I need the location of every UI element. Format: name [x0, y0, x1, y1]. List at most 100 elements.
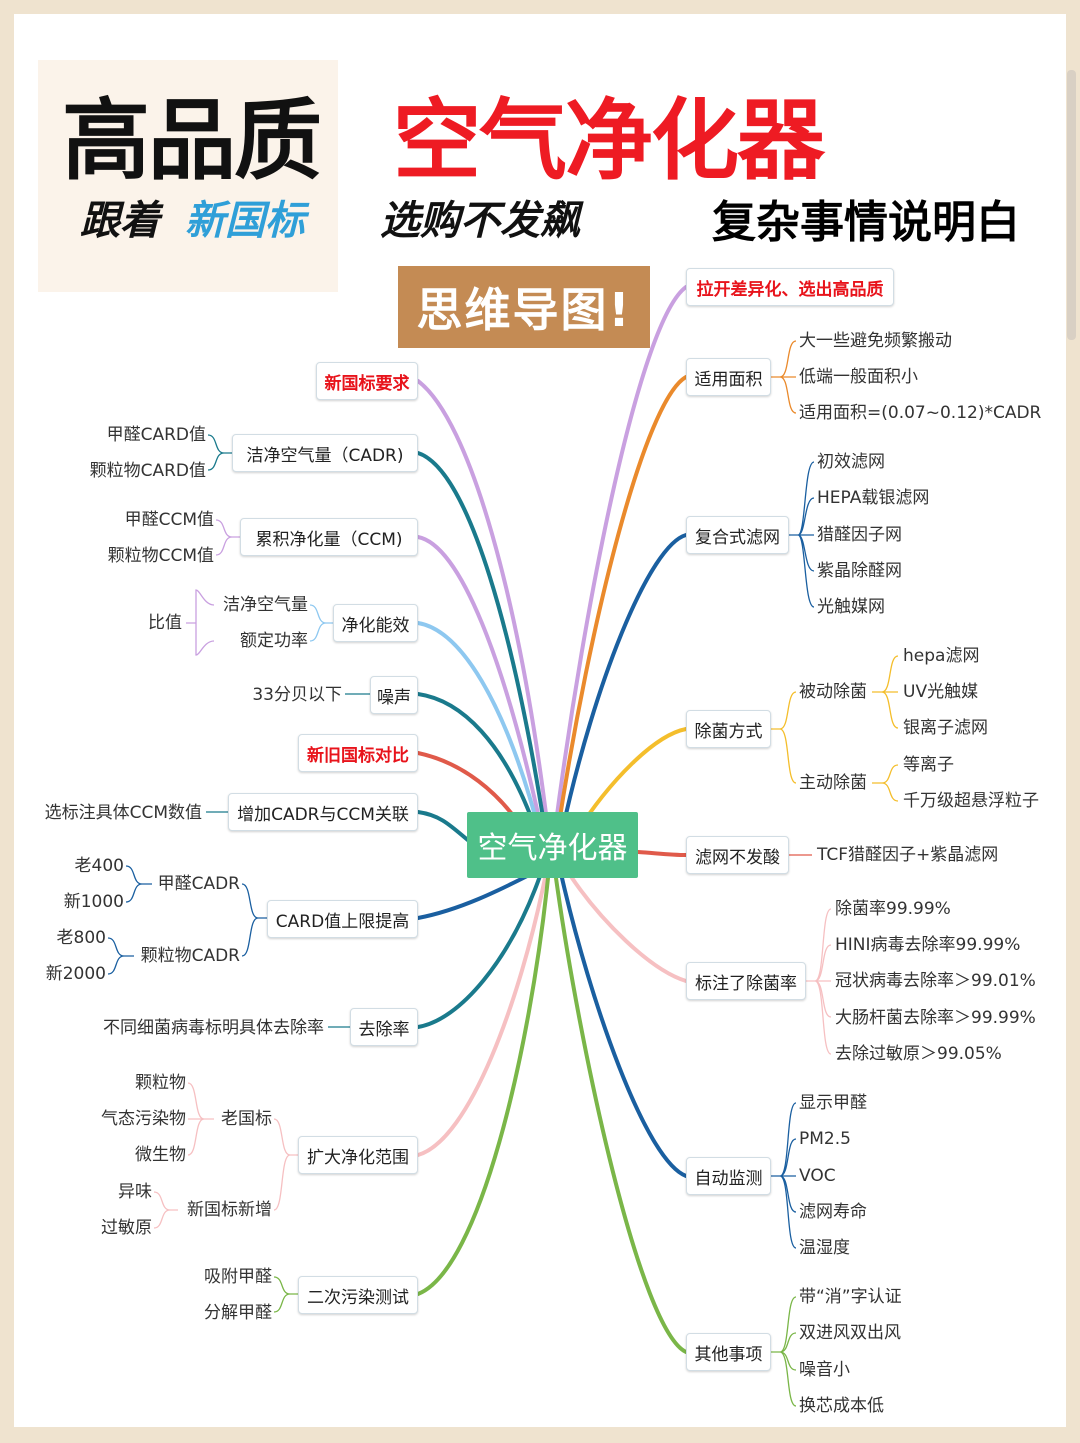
leaf-rated-power: 额定功率 — [240, 631, 308, 651]
branch-line-n7 — [416, 810, 472, 844]
subtitle-part4: 复杂事情说明白 — [712, 197, 1020, 248]
bracket-n3 — [215, 519, 240, 556]
title-background — [38, 60, 338, 292]
branch-line-n9 — [416, 874, 542, 1029]
bracket-r7 — [771, 1102, 797, 1249]
leaf-voc: VOC — [799, 1166, 836, 1186]
node-differentiation[interactable]: 拉开差异化、选出高品质 — [686, 268, 894, 306]
leaf-allergen: 过敏原 — [101, 1218, 152, 1238]
branch-line-n11 — [416, 876, 550, 1296]
mindmap-banner: 思维导图! — [398, 266, 650, 348]
bracket-r4 — [771, 691, 797, 784]
bracket-n8b — [107, 937, 134, 975]
leaf-odor: 异味 — [118, 1182, 152, 1202]
leaf-formaldehyde-cadr: 甲醛CARD值 — [106, 425, 206, 445]
bracket-n11 — [273, 1276, 298, 1313]
bracket-r8 — [771, 1296, 797, 1407]
branch-line-r5 — [636, 850, 688, 857]
leaf-uv-photocatalyst: UV光触媒 — [903, 682, 979, 702]
title-right: 空气净化器 — [393, 89, 825, 192]
leaf-allergen-rate: 去除过敏原＞99.05% — [835, 1044, 1002, 1064]
leaf-low-noise: 噪音小 — [799, 1360, 850, 1380]
node-other-items[interactable]: 其他事项 — [686, 1333, 771, 1371]
bracket-n10 — [273, 1118, 298, 1211]
node-secondary-pollution[interactable]: 二次污染测试 — [298, 1276, 418, 1314]
subtitle-part1: 跟着 — [80, 197, 160, 244]
node-auto-monitor[interactable]: 自动监测 — [686, 1157, 771, 1195]
leaf-old-800: 老800 — [56, 928, 106, 948]
leaf-amethyst-filter: 紫晶除醛网 — [817, 561, 902, 581]
leaf-rate-9999: 除菌率99.99% — [835, 899, 951, 919]
node-sterilization[interactable]: 除菌方式 — [686, 710, 771, 748]
branch-line-r6 — [568, 873, 688, 983]
leaf-clean-air-volume: 洁净空气量 — [223, 595, 308, 615]
leaf-low-cost: 换芯成本低 — [799, 1396, 884, 1416]
leaf-filter-life: 滤网寿命 — [799, 1202, 867, 1222]
leaf-temp-humidity: 温湿度 — [799, 1238, 850, 1258]
node-expand-range[interactable]: 扩大净化范围 — [298, 1136, 418, 1174]
leaf-formaldehyde-ccm: 甲醛CCM值 — [124, 510, 214, 530]
leaf-adsorb-formaldehyde: 吸附甲醛 — [204, 1267, 272, 1287]
node-efficiency[interactable]: 净化能效 — [333, 604, 418, 642]
leaf-decompose-formaldehyde: 分解甲醛 — [204, 1303, 272, 1323]
node-old-vs-new[interactable]: 新旧国标对比 — [298, 734, 418, 772]
branch-line-n10 — [416, 876, 547, 1157]
node-removal-rate[interactable]: 去除率 — [350, 1008, 418, 1046]
bracket-r4b — [872, 764, 899, 802]
leaf-hepa-filter: hepa滤网 — [903, 646, 980, 666]
leaf-xiao-certification: 带“消”字认证 — [799, 1287, 902, 1307]
leaf-larger-avoid-moving: 大一些避免频繁搬动 — [799, 331, 952, 351]
node-ccm[interactable]: 累积净化量（CCM) — [240, 518, 418, 556]
center-node[interactable]: 空气净化器 — [467, 812, 638, 878]
leaf-low-end-small: 低端一般面积小 — [799, 367, 918, 387]
bracket-r2 — [771, 340, 797, 414]
leaf-new-standard-added: 新国标新增 — [187, 1200, 272, 1220]
scrollbar-thumb[interactable] — [1067, 70, 1076, 340]
node-cadr-limit[interactable]: CARD值上限提高 — [267, 900, 418, 938]
branch-line-n2 — [416, 451, 547, 832]
title-left: 高品质 — [62, 89, 322, 192]
branch-line-r3 — [560, 533, 688, 834]
leaf-removal-rate-detail: 不同细菌病毒标明具体去除率 — [103, 1018, 324, 1038]
node-new-standard-requirements[interactable]: 新国标要求 — [316, 362, 418, 400]
branch-line-n8 — [416, 870, 537, 920]
leaf-particle-ccm: 颗粒物CCM值 — [107, 546, 214, 566]
branch-line-r8 — [554, 876, 688, 1354]
bracket-n2 — [207, 434, 232, 471]
leaf-tcf-filter: TCF猎醛因子+紫晶滤网 — [817, 845, 999, 865]
node-sterilization-rate[interactable]: 标注了除菌率 — [686, 962, 806, 1000]
node-cadr[interactable]: 洁净空气量（CADR) — [232, 434, 418, 472]
leaf-active-sterilization: 主动除菌 — [799, 773, 867, 793]
node-cadr-ccm-link[interactable]: 增加CADR与CCM关联 — [228, 793, 418, 831]
node-no-sour-filter[interactable]: 滤网不发酸 — [686, 836, 789, 874]
leaf-hepa-silver: HEPA载银滤网 — [817, 488, 930, 508]
subtitle-part2: 新国标 — [185, 197, 305, 244]
leaf-pm25: PM2.5 — [799, 1129, 851, 1149]
branch-line-n1 — [416, 379, 550, 832]
leaf-h1n1-rate: HINI病毒去除率99.99% — [835, 935, 1021, 955]
leaf-old-400: 老400 — [74, 856, 124, 876]
bracket-n8 — [241, 883, 267, 957]
branch-line-n4 — [416, 621, 542, 836]
branch-line-n3 — [416, 535, 544, 834]
branch-line-n5 — [416, 692, 540, 838]
leaf-coronavirus-rate: 冠状病毒去除率＞99.01% — [835, 971, 1036, 991]
leaf-silver-ion: 银离子滤网 — [903, 718, 988, 738]
branch-line-r2 — [556, 375, 688, 832]
node-composite-filter[interactable]: 复合式滤网 — [686, 516, 789, 554]
bracket-r4a — [872, 655, 899, 729]
leaf-old-standard: 老国标 — [221, 1109, 272, 1129]
leaf-plasma: 等离子 — [903, 755, 954, 775]
leaf-new-2000: 新2000 — [45, 964, 106, 984]
leaf-particle-cadr-2: 颗粒物CADR — [140, 946, 240, 966]
leaf-ccm-value: 选标注具体CCM数值 — [44, 803, 202, 823]
leaf-suspended-particles: 千万级超悬浮粒子 — [903, 791, 1039, 811]
leaf-particles: 颗粒物 — [135, 1073, 186, 1093]
leaf-gaseous-pollutants: 气态污染物 — [101, 1109, 186, 1129]
bracket-n4 — [309, 604, 333, 642]
node-applicable-area[interactable]: 适用面积 — [686, 358, 771, 396]
leaf-ratio: 比值 — [148, 613, 182, 633]
bracket-n10b — [153, 1191, 178, 1229]
node-noise[interactable]: 噪声 — [370, 676, 418, 714]
